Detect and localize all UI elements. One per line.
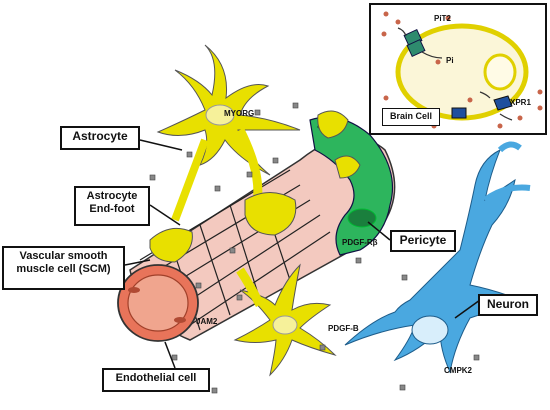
- protein-pi: Pi: [446, 56, 454, 65]
- label-vascular-smooth-muscle: Vascular smooth muscle cell (SCM): [2, 246, 125, 290]
- protein-jam2: JAM2: [196, 317, 218, 326]
- inset-arrows: [397, 27, 513, 121]
- protein-pdgf-b: PDGF-B: [328, 324, 359, 333]
- protein-cmpk2: CMPK2: [444, 366, 473, 375]
- label-endothelial-cell: Endothelial cell: [102, 368, 210, 392]
- label-pericyte: Pericyte: [390, 230, 456, 252]
- label-brain-cell: Brain Cell: [382, 108, 440, 126]
- xpr1-transporter: [451, 95, 513, 119]
- leader-lines: [124, 139, 481, 369]
- astrocyte-endfeet: [149, 110, 361, 263]
- protein-pit2: PiT2: [434, 14, 451, 23]
- astrocyte-bottom: [233, 263, 337, 377]
- phosphate-dots: [381, 11, 543, 129]
- brain-cell-nucleus: [483, 53, 517, 91]
- blood-vessel: [117, 136, 396, 342]
- label-astrocyte: Astrocyte: [60, 126, 140, 150]
- label-neuron: Neuron: [478, 294, 538, 316]
- label-astrocyte-endfoot: Astrocyte End-foot: [74, 186, 150, 226]
- neuron-cell: [344, 141, 531, 374]
- protein-myorg: MYORG: [224, 109, 255, 118]
- pit2-transporter: [403, 28, 426, 58]
- protein-pdgf-rb: PDGF-Rβ: [342, 238, 378, 247]
- protein-xpr1: XPR1: [510, 98, 531, 107]
